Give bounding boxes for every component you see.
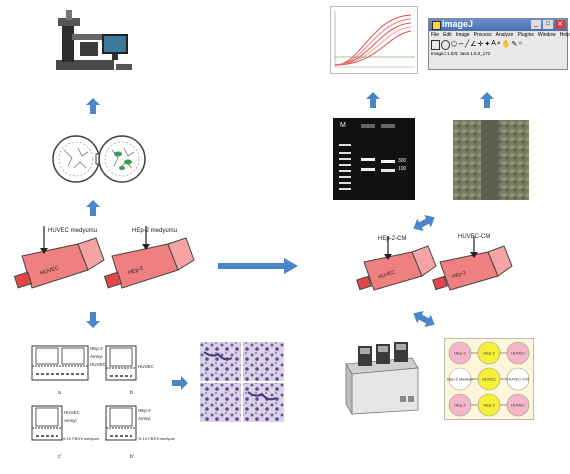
wound-healing-micrograph (453, 120, 529, 200)
cell-analyzer-instrument (345, 342, 419, 416)
arrow-up-icon (480, 92, 494, 108)
transwell-panel-a: a (58, 390, 61, 396)
well-label: HUVEC-CM (507, 377, 529, 382)
well-label: HEp-2 (454, 403, 466, 408)
close-icon[interactable]: ✕ (555, 20, 565, 29)
gel-band-100: 100 (398, 166, 407, 172)
menu-image[interactable]: Image (455, 32, 470, 38)
transwell-schematic (31, 345, 137, 441)
imagej-menubar: File Edit Image Process Analyze Plugins … (429, 31, 570, 40)
transwell-label-huvec-c: HUVEC (64, 410, 80, 415)
text-tool-icon[interactable]: A (491, 40, 496, 47)
menu-file[interactable]: File (431, 32, 440, 38)
transwell-label-fbs-d: % 10 FBS'li medyum (138, 436, 175, 441)
menu-plugins[interactable]: Plugins (517, 32, 534, 38)
transwell-label-hepz-d: HEp-2 (138, 408, 151, 413)
hepz-cm-label: HEp-2-CM (378, 236, 407, 242)
well-label: HUVEC (511, 351, 525, 356)
gel-marker-label: M (340, 122, 346, 129)
flask-huvec (13, 226, 105, 289)
hepz-medium-label: HEp-2 medyumu (132, 228, 178, 234)
huvec-cm-label: HUVEC-CM (458, 234, 491, 240)
well-label: HEp-2 Medium (447, 377, 474, 382)
point-tool-icon[interactable]: ✛ (477, 41, 484, 48)
rectangle-tool-icon[interactable] (431, 40, 440, 50)
hand-tool-icon[interactable]: ✋ (501, 41, 511, 48)
menu-edit[interactable]: Edit (443, 32, 452, 38)
flask-huvec-right (356, 236, 437, 291)
gel-electrophoresis-image (333, 118, 415, 200)
maximize-icon[interactable]: □ (543, 20, 553, 29)
transwell-label-fbs-c: % 10 FBS'li medyum (62, 436, 99, 441)
arrow-up-icon (86, 98, 100, 114)
imagej-status: ImageJ 1.53t; Java 1.8.0_172 (431, 51, 491, 56)
wand-tool-icon[interactable]: ✦ (484, 41, 491, 48)
flask-hepz (103, 226, 195, 289)
transwell-panel-b: b (130, 390, 133, 396)
transwell-label-hepz: HEp-2 (90, 346, 103, 351)
well-label: HUVEC (511, 403, 525, 408)
pcr-amplification-plot (330, 6, 418, 74)
menu-help[interactable]: Help (559, 32, 570, 38)
huvec-medium-label: HUVEC medyumu (48, 228, 98, 234)
magnifier-tool-icon[interactable]: ⌕ (496, 40, 501, 47)
imagej-toolbar: ⬠ ∽ ╱ ∠ ✛ ✦ A ⌕ ✋ ✎ » (429, 40, 567, 51)
flask-hepz-right (432, 236, 513, 291)
well-label: HEp-2 (483, 351, 495, 356)
transwell-label-filter: Amnyi (90, 354, 103, 359)
minimize-icon[interactable]: _ (531, 20, 541, 29)
menu-window[interactable]: Window (537, 32, 556, 38)
oval-tool-icon[interactable] (441, 40, 450, 50)
well-label: HEp-2 (454, 351, 466, 356)
arrow-right-icon (218, 258, 298, 274)
imagej-icon (432, 21, 441, 30)
imagej-title: ImageJ (442, 19, 474, 29)
gel-band-300: 300 (398, 158, 407, 164)
transwell-panel-d: b' (130, 454, 134, 460)
transwell-panel-c: c' (58, 454, 62, 460)
menu-process[interactable]: Process (473, 32, 492, 38)
microscope-icon (56, 10, 132, 70)
well-label: HUVEC (482, 377, 496, 382)
transwell-label-filter-c: Amnyi (64, 418, 77, 423)
transwell-label-huvec-b: HUVEC (138, 364, 154, 369)
transwell-label-filter-d: Amnyi (138, 416, 151, 421)
imagej-titlebar: ImageJ ✕ □ _ (429, 19, 567, 31)
arrow-down-icon (86, 312, 100, 328)
dropper-tool-icon[interactable]: ✎ (511, 41, 518, 48)
more-tools-icon[interactable]: » (518, 40, 523, 47)
imagej-window: ImageJ ✕ □ _ File Edit Image Process Ana… (428, 18, 570, 70)
bidirectional-arrow-icon (413, 214, 435, 232)
freehand-tool-icon[interactable]: ∽ (458, 41, 464, 48)
petri-dish-pair (52, 135, 146, 183)
bidirectional-arrow-icon (413, 310, 435, 328)
well-label: HEp-2 (483, 403, 495, 408)
transwell-label-huvec: HUVEC (90, 362, 106, 367)
menu-analyze[interactable]: Analyze (495, 32, 514, 38)
arrow-up-icon (86, 200, 100, 216)
stained-migration-images (200, 342, 284, 422)
arrow-right-icon (172, 376, 188, 390)
arrow-up-icon (366, 92, 380, 108)
polygon-tool-icon[interactable]: ⬠ (451, 41, 458, 48)
line-tool-icon[interactable]: ╱ (464, 41, 470, 48)
angle-tool-icon[interactable]: ∠ (470, 41, 477, 48)
